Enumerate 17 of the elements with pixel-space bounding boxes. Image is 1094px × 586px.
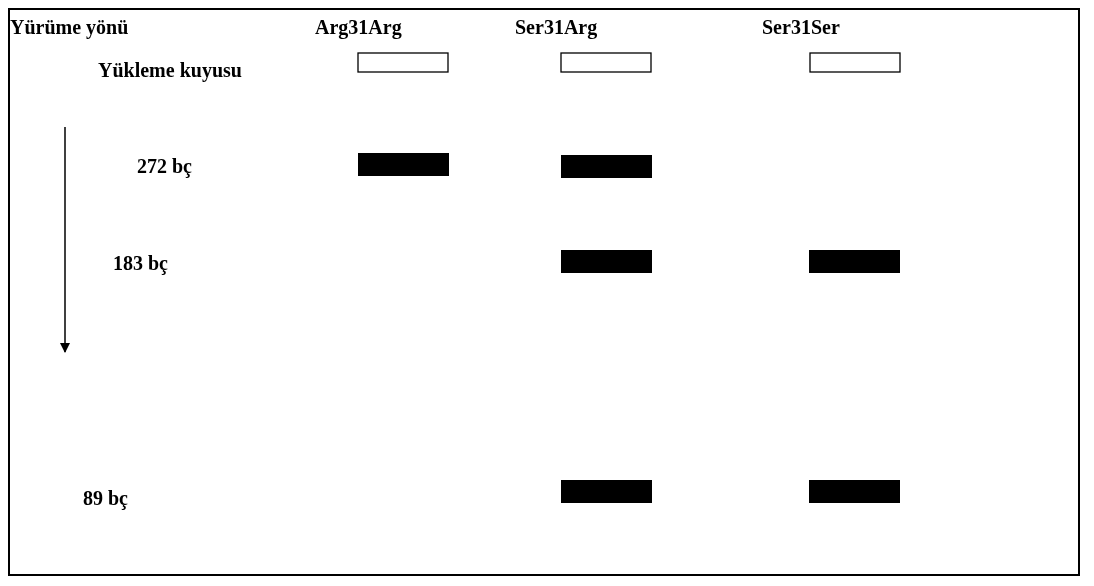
lane-label: Ser31Arg [515, 17, 598, 37]
dna-band [561, 155, 652, 178]
dna-band [809, 250, 900, 273]
size-label: 183 bç [113, 253, 168, 273]
direction-label: Yürüme yönü [10, 17, 129, 37]
loading-well [560, 52, 652, 73]
dna-band [358, 153, 449, 176]
lane-label: Arg31Arg [315, 17, 402, 37]
dna-band [561, 250, 652, 273]
size-label: 89 bç [83, 488, 128, 508]
dna-band [809, 480, 900, 503]
loading-well [357, 52, 449, 73]
loading-well [809, 52, 901, 73]
size-label: 272 bç [137, 156, 192, 176]
dna-band [561, 480, 652, 503]
well-label: Yükleme kuyusu [98, 60, 242, 80]
lane-label: Ser31Ser [762, 17, 840, 37]
